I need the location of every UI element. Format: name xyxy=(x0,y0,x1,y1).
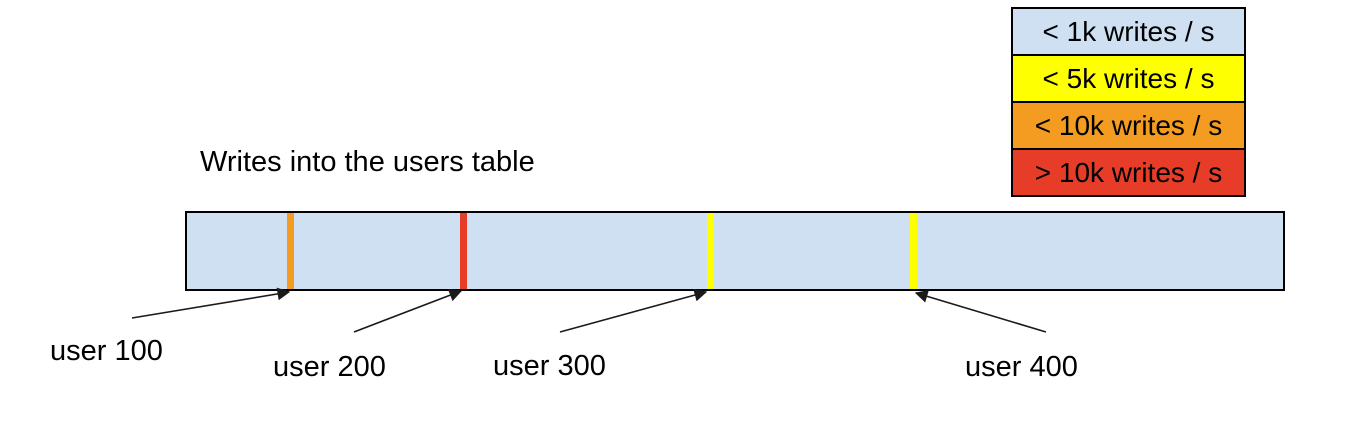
legend: < 1k writes / s < 5k writes / s < 10k writ… xyxy=(1011,7,1246,197)
user-arrow xyxy=(559,288,708,333)
write-hotspot-marker xyxy=(706,213,714,289)
legend-item-label: < 5k writes / s xyxy=(1042,62,1215,94)
legend-item: > 10k writes / s xyxy=(1011,148,1246,197)
write-hotspot-marker xyxy=(909,213,917,289)
user-label: user 100 xyxy=(50,335,163,367)
write-hotspot-marker xyxy=(459,213,467,289)
legend-item: < 10k writes / s xyxy=(1011,101,1246,150)
user-arrow xyxy=(914,290,1047,333)
write-hotspot-marker xyxy=(286,213,294,289)
user-arrow xyxy=(131,287,291,319)
user-label: user 300 xyxy=(493,350,606,382)
legend-item-label: < 1k writes / s xyxy=(1042,15,1215,47)
user-label: user 200 xyxy=(273,351,386,383)
users-table-bar xyxy=(185,211,1285,291)
user-arrow xyxy=(353,289,463,333)
legend-item-label: < 10k writes / s xyxy=(1034,109,1223,141)
user-label: user 400 xyxy=(965,351,1078,383)
legend-item-label: > 10k writes / s xyxy=(1034,156,1223,188)
diagram-title: Writes into the users table xyxy=(200,146,535,178)
legend-item: < 5k writes / s xyxy=(1011,54,1246,103)
legend-item: < 1k writes / s xyxy=(1011,7,1246,56)
